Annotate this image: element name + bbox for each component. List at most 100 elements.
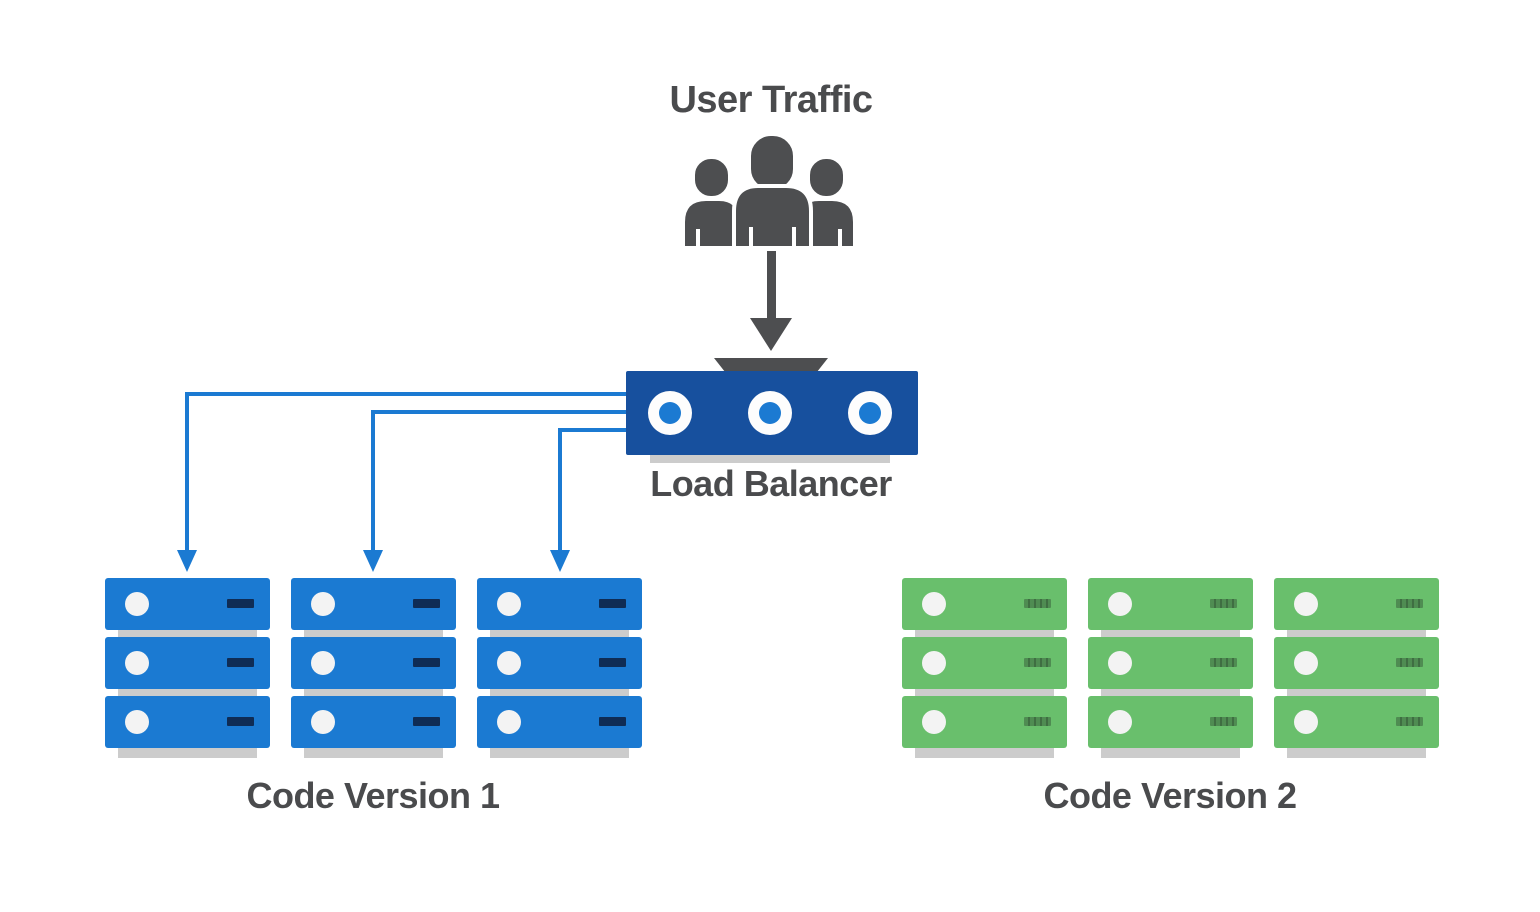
connector-arrowhead-2	[363, 550, 383, 572]
server-slot-icon	[227, 658, 254, 667]
connector-arrow-2	[371, 410, 628, 552]
lb-port-icon	[648, 391, 692, 435]
server-unit	[477, 578, 642, 637]
server-slot-icon	[599, 599, 626, 608]
server-slot-icon	[1024, 658, 1051, 667]
code-version-2-label: Code Version 2	[1043, 775, 1297, 816]
server-slot-icon	[1396, 599, 1423, 608]
server-unit	[902, 696, 1067, 758]
server-unit-shadow	[1101, 630, 1240, 637]
lb-port-icon	[748, 391, 792, 435]
server-slot-icon	[1210, 599, 1237, 608]
load-balancer-inlet-icon	[714, 358, 828, 371]
server-unit	[1274, 637, 1439, 696]
server-led-icon	[922, 651, 946, 675]
server-unit	[477, 696, 642, 758]
server-unit	[477, 637, 642, 696]
server-led-icon	[1294, 651, 1318, 675]
server-unit	[902, 637, 1067, 696]
server-led-icon	[125, 651, 149, 675]
server-slot-icon	[1396, 658, 1423, 667]
center-person-body	[732, 184, 813, 246]
server-stack	[105, 578, 270, 758]
server-unit	[1088, 696, 1253, 758]
server-led-icon	[1108, 592, 1132, 616]
server-unit-shadow	[118, 748, 257, 758]
server-led-icon	[311, 592, 335, 616]
server-unit	[291, 696, 456, 758]
server-led-icon	[922, 592, 946, 616]
server-unit	[1088, 578, 1253, 637]
server-slot-icon	[599, 658, 626, 667]
server-led-icon	[497, 710, 521, 734]
server-unit	[291, 637, 456, 696]
load-balancer-shadow	[650, 455, 890, 463]
server-cluster-version-2	[902, 578, 1439, 758]
server-unit	[1274, 696, 1439, 758]
user-group-icon	[683, 132, 855, 246]
server-unit-shadow	[118, 689, 257, 696]
server-slot-icon	[227, 717, 254, 726]
server-stack	[902, 578, 1067, 758]
server-unit-shadow	[304, 689, 443, 696]
server-unit	[1274, 578, 1439, 637]
server-unit-shadow	[915, 689, 1054, 696]
server-slot-icon	[1024, 599, 1051, 608]
server-unit-shadow	[915, 748, 1054, 758]
code-version-1-label: Code Version 1	[246, 775, 500, 816]
server-unit	[105, 696, 270, 758]
server-slot-icon	[1210, 717, 1237, 726]
server-unit-shadow	[1287, 630, 1426, 637]
server-led-icon	[1108, 651, 1132, 675]
server-led-icon	[125, 592, 149, 616]
load-balancer-label: Load Balancer	[650, 463, 892, 504]
server-unit-shadow	[304, 630, 443, 637]
server-slot-icon	[413, 599, 440, 608]
server-slot-icon	[227, 599, 254, 608]
connector-arrow-3	[558, 428, 628, 552]
server-stack	[477, 578, 642, 758]
server-led-icon	[125, 710, 149, 734]
server-slot-icon	[599, 717, 626, 726]
server-led-icon	[922, 710, 946, 734]
server-unit-shadow	[915, 630, 1054, 637]
server-unit-shadow	[304, 748, 443, 758]
server-unit-shadow	[490, 689, 629, 696]
traffic-down-arrow-icon	[750, 251, 792, 351]
server-led-icon	[1294, 710, 1318, 734]
server-led-icon	[1294, 592, 1318, 616]
server-unit-shadow	[1287, 748, 1426, 758]
server-slot-icon	[1396, 717, 1423, 726]
server-led-icon	[497, 592, 521, 616]
server-stack	[291, 578, 456, 758]
server-unit-shadow	[490, 748, 629, 758]
server-unit	[291, 578, 456, 637]
server-unit	[1088, 637, 1253, 696]
server-unit-shadow	[1101, 748, 1240, 758]
server-led-icon	[311, 710, 335, 734]
server-led-icon	[497, 651, 521, 675]
connector-arrow-1	[185, 392, 628, 552]
connector-arrowhead-3	[550, 550, 570, 572]
server-slot-icon	[413, 658, 440, 667]
server-slot-icon	[413, 717, 440, 726]
lb-port-icon	[848, 391, 892, 435]
server-unit-shadow	[1101, 689, 1240, 696]
load-balancer-ports	[648, 391, 892, 435]
user-traffic-label: User Traffic	[669, 79, 873, 121]
server-unit-shadow	[118, 630, 257, 637]
server-unit	[105, 637, 270, 696]
server-slot-icon	[1210, 658, 1237, 667]
server-stack	[1274, 578, 1439, 758]
server-unit	[902, 578, 1067, 637]
lb-port-dot-icon	[859, 402, 881, 424]
load-balancer-box	[626, 371, 918, 455]
server-unit	[105, 578, 270, 637]
server-unit-shadow	[1287, 689, 1426, 696]
lb-port-dot-icon	[659, 402, 681, 424]
server-led-icon	[1108, 710, 1132, 734]
server-slot-icon	[1024, 717, 1051, 726]
server-unit-shadow	[490, 630, 629, 637]
